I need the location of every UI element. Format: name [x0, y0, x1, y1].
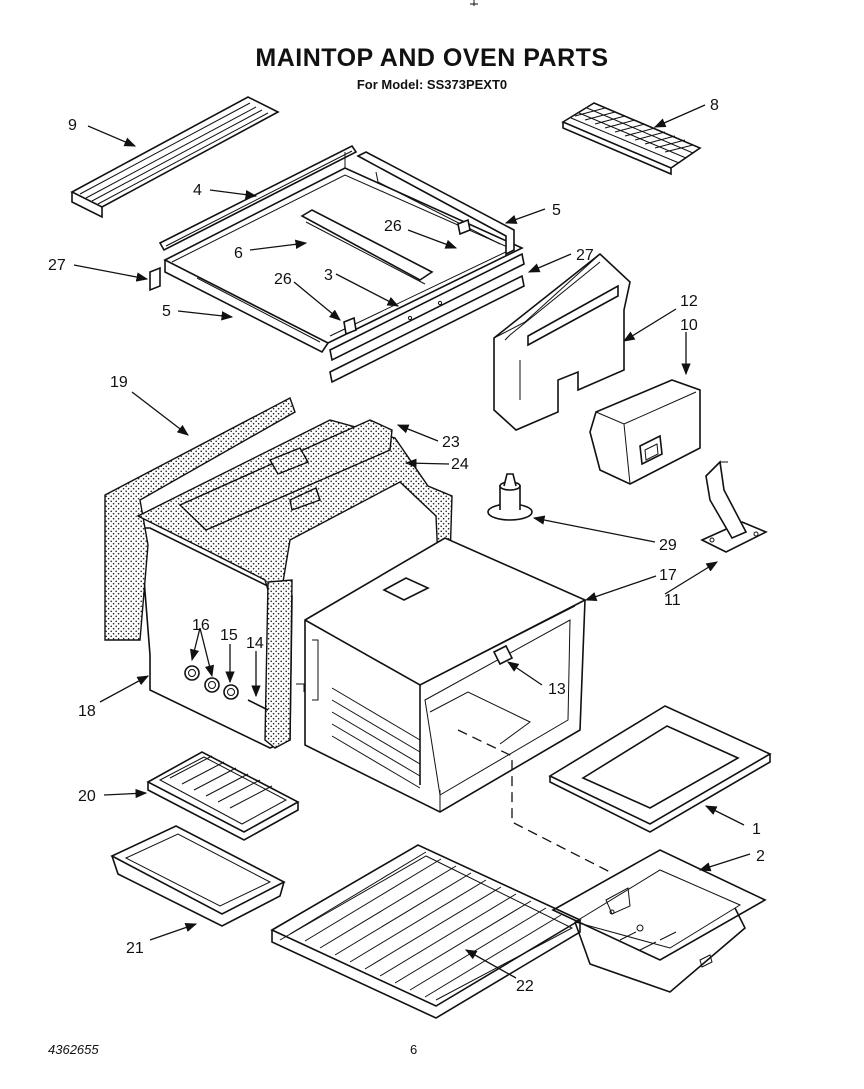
callout-leaders	[73, 104, 751, 979]
callout-3: 3	[324, 267, 333, 284]
callout-16: 16	[192, 617, 210, 634]
part-21-broiler-pan	[110, 825, 286, 927]
callout-23: 23	[442, 434, 460, 451]
part-20-broiler-grid	[146, 751, 300, 841]
part-1-oven-bottom	[548, 705, 772, 833]
callout-27-right: 27	[576, 247, 594, 264]
part-10-vent-duct	[589, 379, 701, 485]
callout-5-left: 5	[162, 303, 171, 320]
callout-8: 8	[710, 97, 719, 114]
part-12-shield	[493, 252, 631, 431]
callout-6: 6	[234, 245, 243, 262]
callout-12: 12	[680, 293, 698, 310]
callout-22: 22	[516, 978, 534, 995]
callout-24: 24	[451, 456, 469, 473]
callout-9: 9	[68, 117, 77, 134]
callout-labels: 9 8 4 5 26 6 27 3 26 27 5 12 10 19 23 24…	[48, 97, 765, 995]
callout-26-left: 26	[274, 271, 292, 288]
callout-11: 11	[664, 592, 681, 609]
part-4-rear-trim	[158, 144, 358, 252]
callout-1: 1	[752, 821, 761, 838]
part-29-burner	[487, 473, 533, 521]
part-22-oven-rack	[270, 844, 582, 1019]
callout-27-left: 27	[48, 257, 66, 274]
callout-26-right: 26	[384, 218, 402, 235]
part-2-burner-box	[551, 849, 767, 993]
callout-21: 21	[126, 940, 144, 957]
callout-5-right: 5	[552, 202, 561, 219]
callout-20: 20	[78, 788, 96, 805]
part-11-bracket	[700, 460, 768, 553]
part-8-grille	[561, 102, 702, 176]
callout-10: 10	[680, 317, 698, 334]
callout-18: 18	[78, 703, 96, 720]
callout-14: 14	[246, 635, 264, 652]
callout-4: 4	[193, 182, 202, 199]
callout-19: 19	[110, 374, 128, 391]
document-number: 4362655	[48, 1042, 99, 1057]
callout-17: 17	[659, 567, 677, 584]
callout-15: 15	[220, 627, 238, 644]
callout-13: 13	[548, 681, 566, 698]
part-9-vent-strip	[70, 96, 280, 219]
page-title: MAINTOP AND OVEN PARTS	[255, 44, 609, 72]
maintop-frame	[163, 152, 525, 362]
part-17-oven-liner	[296, 537, 586, 813]
callout-2: 2	[756, 848, 765, 865]
part-5-side-rail	[356, 151, 515, 256]
model-subtitle: For Model: SS373PEXT0	[356, 77, 508, 92]
callout-29: 29	[659, 537, 677, 554]
oven-insulation	[104, 397, 453, 749]
part-26-clips	[343, 218, 471, 336]
page-number: 6	[410, 1042, 418, 1057]
part-27-trim-strips	[149, 266, 525, 384]
